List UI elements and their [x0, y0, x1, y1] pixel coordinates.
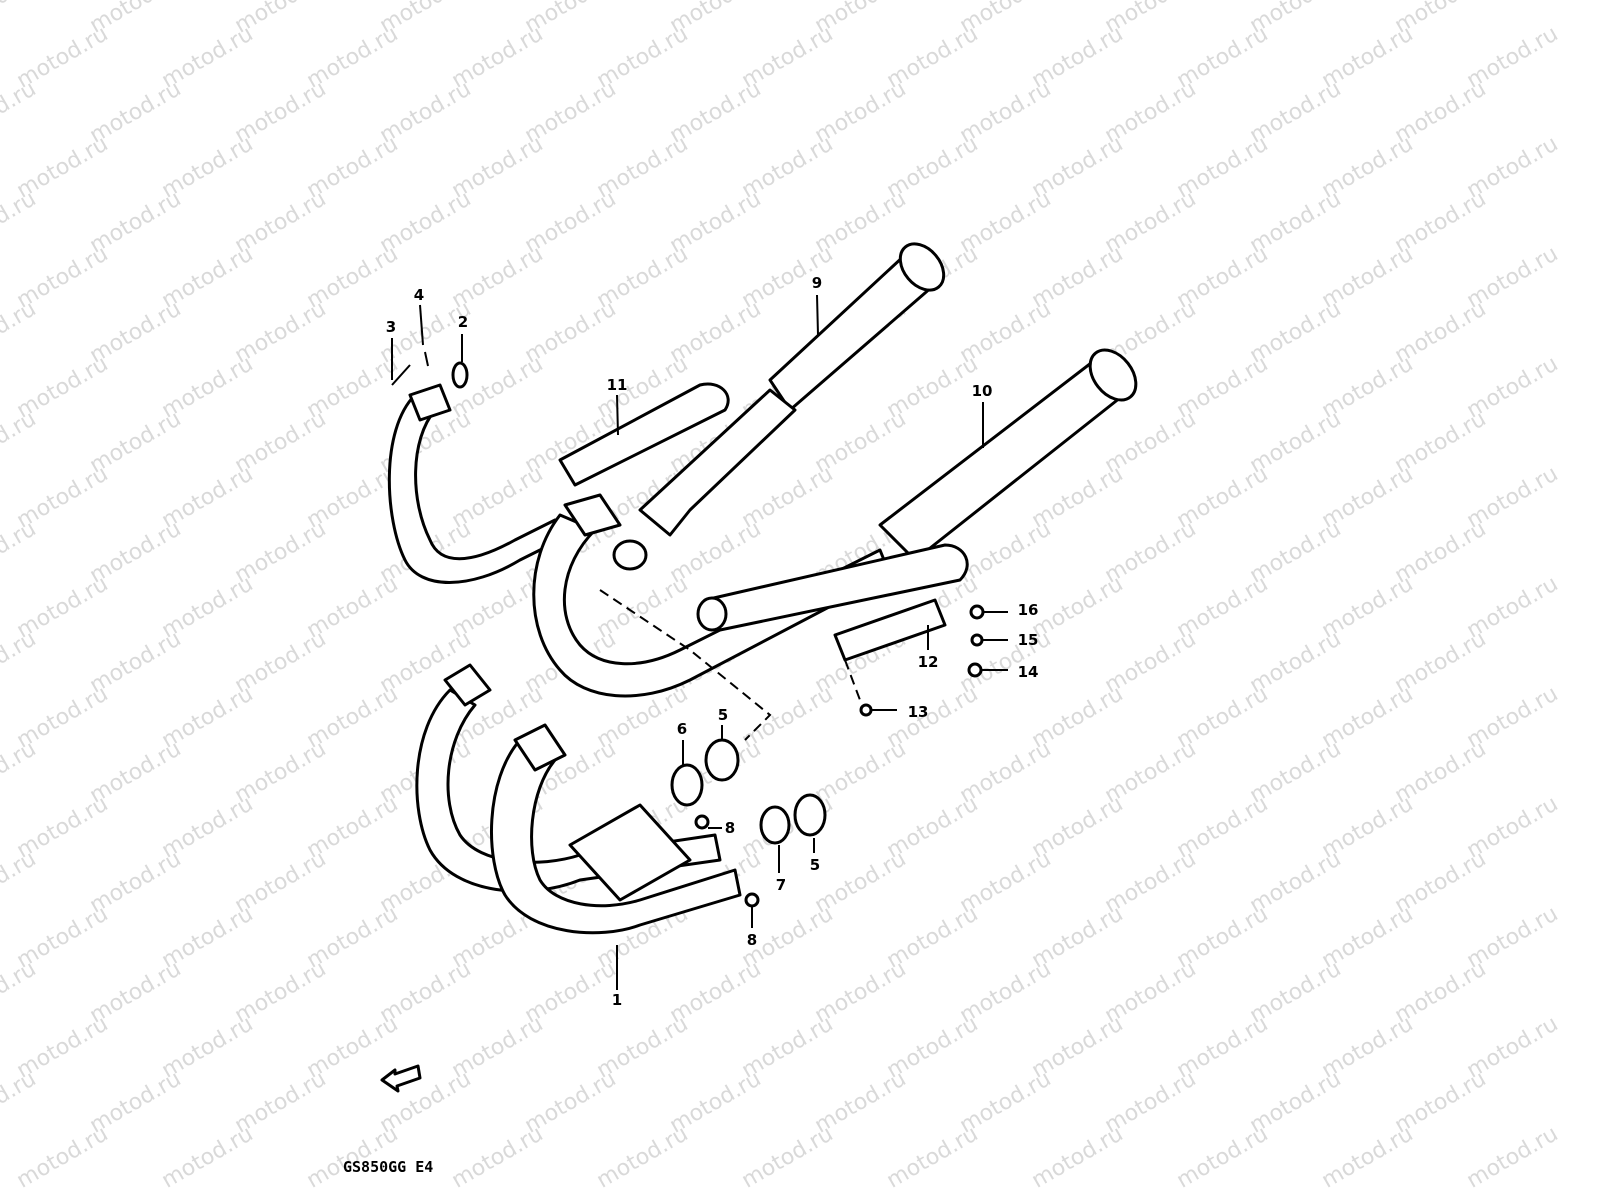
header-flange-4 [513, 723, 567, 772]
bolt-3 [391, 364, 411, 386]
callout-7: 7 [775, 876, 787, 894]
muffler-9-end [898, 242, 946, 292]
front-arrow-icon [380, 1064, 422, 1093]
callout-3: 3 [385, 318, 397, 336]
mid-pipe-9 [638, 388, 797, 537]
bolt-14-head [967, 662, 983, 678]
callout-14: 14 [1017, 663, 1039, 681]
clamp-7 [759, 805, 791, 845]
pipe-12 [833, 598, 947, 662]
callout-12: 12 [917, 653, 939, 671]
muffler-10 [878, 355, 1133, 562]
callout-16: 16 [1017, 601, 1039, 619]
callout-6: 6 [676, 720, 688, 738]
callout-13: 13 [907, 703, 929, 721]
heat-shield-11 [558, 382, 730, 487]
header-flange [408, 383, 452, 422]
model-caption: GS850GG E4 [343, 1158, 434, 1176]
stud-4 [424, 351, 429, 367]
callout-5a: 5 [717, 706, 729, 724]
gasket-5a [704, 738, 740, 782]
header-flange-3 [443, 663, 492, 707]
callout-1: 1 [611, 991, 623, 1009]
callout-10: 10 [971, 382, 993, 400]
callout-2: 2 [457, 313, 469, 331]
leader-11 [616, 394, 619, 436]
leader-4 [419, 304, 424, 346]
clamp-6 [670, 763, 704, 807]
assembly-line-2 [844, 659, 861, 701]
bolt-8b [744, 892, 760, 908]
callout-15: 15 [1017, 631, 1039, 649]
leader-9 [816, 294, 819, 336]
callout-8b: 8 [746, 931, 758, 949]
header-assembly-1-inner [489, 738, 742, 935]
crossover-pipe [703, 543, 969, 632]
callout-11: 11 [606, 376, 628, 394]
crossover-end [696, 596, 728, 632]
nut-15 [970, 633, 984, 647]
callout-8a: 8 [724, 819, 736, 837]
callout-5b: 5 [809, 856, 821, 874]
gasket-2 [451, 361, 469, 389]
inlet-stub [612, 539, 648, 571]
collector-box [568, 803, 692, 902]
bolt-8a [694, 814, 710, 830]
callout-4: 4 [413, 286, 425, 304]
header-pipe-upper [387, 393, 562, 584]
washer-16 [969, 604, 985, 620]
gasket-5b [793, 793, 827, 837]
muffler-10-end [1088, 348, 1138, 402]
assembly-line-1 [599, 589, 772, 741]
nut-13 [859, 703, 873, 717]
header-flange-2 [563, 493, 622, 537]
callout-9: 9 [811, 274, 823, 292]
